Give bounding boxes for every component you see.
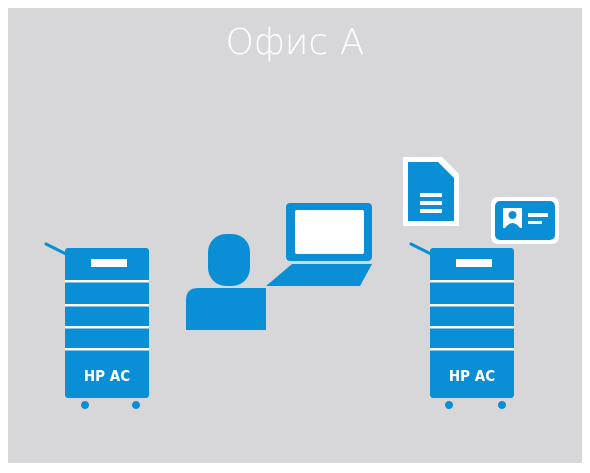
scene-illustration: HP AC	[44, 157, 559, 409]
office-scene: Офис A HP AC	[8, 8, 582, 463]
id-card-icon	[491, 197, 559, 244]
laptop-icon	[266, 203, 372, 286]
office-title: Офис A	[225, 22, 365, 63]
printer-label: HP AC	[84, 367, 130, 385]
user-icon	[186, 234, 266, 330]
printer-label: HP AC	[449, 367, 495, 385]
document-icon	[403, 157, 459, 226]
printer-icon: HP AC	[409, 242, 514, 409]
printer-icon: HP AC	[44, 242, 149, 409]
